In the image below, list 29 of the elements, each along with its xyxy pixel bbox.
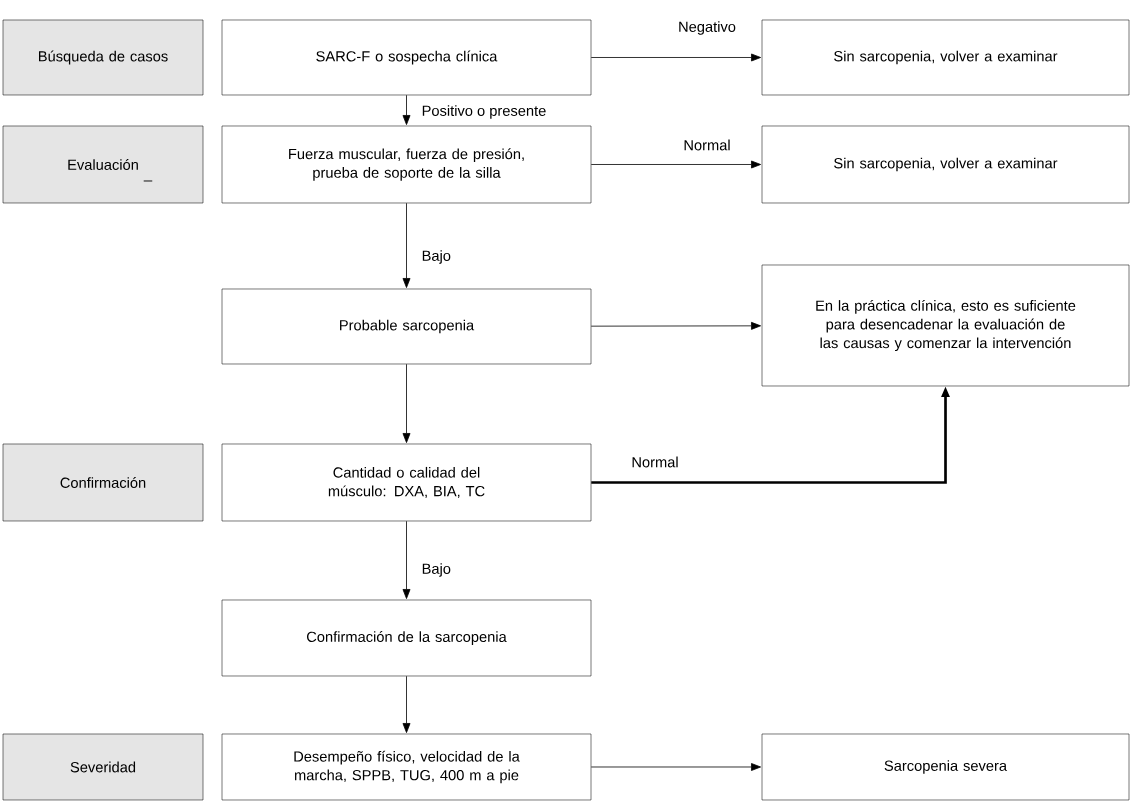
arrow <box>402 675 411 733</box>
process-box: En la práctica clínica, esto es suficiente para desencadenar la evaluación de las causas y comenzar la intervención <box>761 264 1130 387</box>
process-box: SARC-F o sospecha clínica <box>221 19 592 96</box>
process-box: Sarcopenia severa <box>761 733 1130 801</box>
arrow <box>590 160 761 169</box>
arrow <box>402 363 411 443</box>
arrow <box>402 202 411 288</box>
edge-label: Normal <box>630 455 680 469</box>
edge-label: Normal <box>682 138 732 152</box>
process-box: Fuerza muscular, fuerza de presión, prueba de soporte de la silla <box>221 125 592 204</box>
process-box: Desempeño físico, velocidad de la marcha, SPPB, TUG, 400 m a pie <box>221 733 592 801</box>
process-box: Cantidad o calidad del músculo: DXA, BIA, TC <box>221 443 592 522</box>
edge-label: Negativo <box>676 19 738 37</box>
process-box: Probable sarcopenia <box>221 288 592 365</box>
edge-label: Bajo <box>420 248 453 266</box>
arrow <box>590 763 761 771</box>
process-box: Confirmación de la sarcopenia <box>221 599 592 677</box>
arrow <box>590 53 761 62</box>
stage-box: Búsqueda de casos <box>2 19 204 96</box>
process-box: Sin sarcopenia, volver a examinar <box>761 125 1130 204</box>
edge-label: Bajo <box>420 561 453 579</box>
stage-box: Severidad <box>2 733 204 801</box>
process-box: Sin sarcopenia, volver a examinar <box>761 19 1130 96</box>
stage-box: Confirmación <box>2 443 204 522</box>
edge-label: Positivo o presente <box>420 103 548 121</box>
note-mark: _ <box>143 180 153 182</box>
arrow <box>402 520 411 599</box>
arrow <box>402 94 411 125</box>
arrow <box>590 321 761 330</box>
